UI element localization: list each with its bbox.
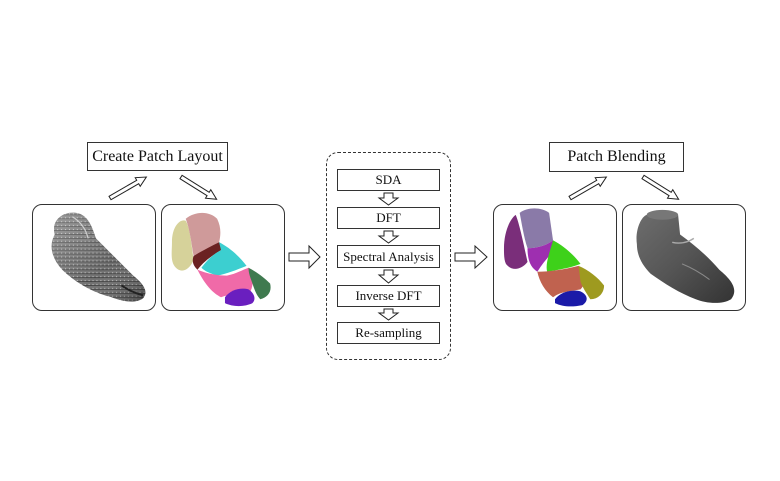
patch-layout-panel bbox=[161, 204, 285, 311]
arrow-up-right-left-stage bbox=[108, 176, 148, 201]
processing-pipeline-container bbox=[326, 152, 451, 360]
patched-surface-panel bbox=[493, 204, 617, 311]
patch-dorsum bbox=[201, 242, 247, 276]
patch-ankle-cylinder bbox=[519, 208, 554, 249]
patch-blending-label: Patch Blending bbox=[549, 142, 684, 172]
arrow-right-to-pipeline bbox=[288, 244, 321, 270]
step-spectral-analysis: Spectral Analysis bbox=[337, 245, 440, 268]
step-sda: SDA bbox=[337, 169, 440, 191]
patch-heel bbox=[503, 214, 528, 269]
patch-big-toe bbox=[555, 290, 587, 307]
arrow-up-right-right-stage bbox=[568, 176, 608, 201]
patch-small-toes bbox=[248, 267, 271, 300]
create-patch-layout-label: Create Patch Layout bbox=[87, 142, 228, 171]
blended-surface-foot-image bbox=[636, 209, 735, 303]
step-re-sampling: Re-sampling bbox=[337, 322, 440, 344]
patched-surface-foot-image bbox=[503, 208, 605, 307]
patch-layout-foot-image bbox=[171, 212, 271, 307]
raw-scan-foot-image bbox=[51, 212, 146, 302]
step-inverse-dft: Inverse DFT bbox=[337, 285, 440, 307]
ankle-top bbox=[646, 209, 679, 220]
arrow-down-right-left-stage bbox=[179, 174, 218, 200]
step-dft: DFT bbox=[337, 207, 440, 229]
patch-big-toe bbox=[224, 288, 255, 307]
patch-small-toes bbox=[578, 265, 605, 300]
foot-surface bbox=[636, 210, 735, 303]
toes-detail bbox=[120, 284, 144, 297]
blended-surface-panel bbox=[622, 204, 746, 311]
patch-instep-dark bbox=[192, 242, 223, 270]
arrow-down-right-right-stage bbox=[641, 174, 680, 200]
raw-scan-panel bbox=[32, 204, 156, 311]
arrow-right-from-pipeline bbox=[454, 244, 488, 270]
patch-dorsum bbox=[546, 240, 581, 272]
patch-heel bbox=[171, 220, 194, 271]
patch-forefoot bbox=[537, 265, 585, 298]
patch-ankle bbox=[185, 212, 221, 257]
